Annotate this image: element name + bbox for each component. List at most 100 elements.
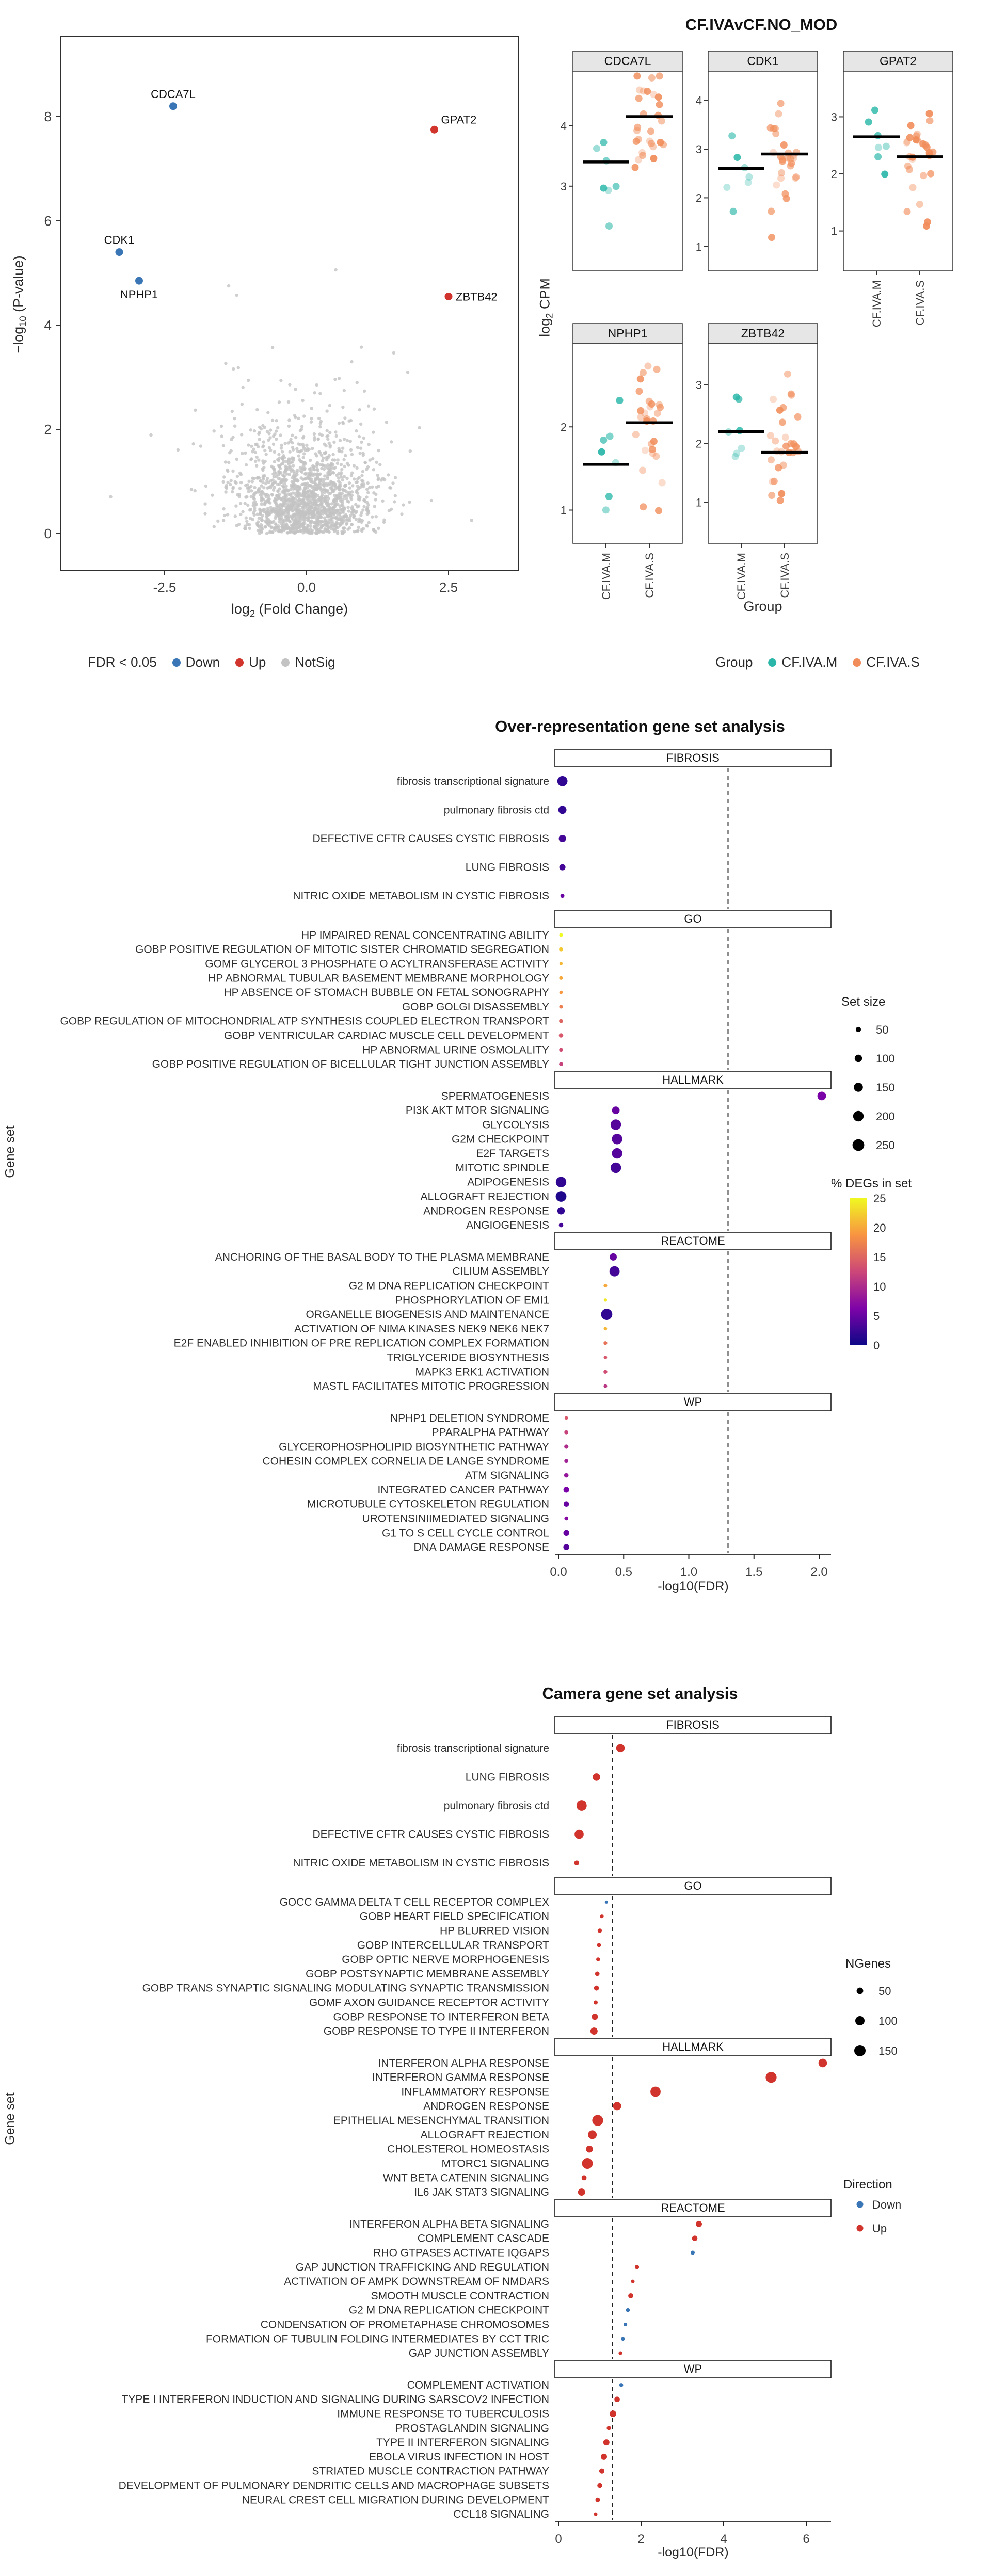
notsig-point <box>265 477 269 480</box>
notsig-point <box>329 517 333 521</box>
gene-set-label: G2 M DNA REPLICATION CHECKPOINT <box>349 1280 549 1292</box>
notsig-point <box>235 524 238 527</box>
gene-set-label: MTORC1 SIGNALING <box>442 2158 549 2170</box>
gene-set-point <box>555 1191 567 1202</box>
gene-point <box>115 248 123 256</box>
facet-header-label: NPHP1 <box>608 327 648 340</box>
notsig-point <box>295 473 299 477</box>
notsig-point <box>203 502 207 506</box>
notsig-point <box>235 293 238 297</box>
gene-set-label: NEURAL CREST CELL MIGRATION DURING DEVEL… <box>242 2494 549 2506</box>
notsig-point <box>261 527 264 531</box>
notsig-point <box>358 452 362 455</box>
notsig-point <box>360 511 363 514</box>
gene-set-label: GOBP INTERCELLULAR TRANSPORT <box>357 1939 549 1951</box>
notsig-point <box>253 450 257 454</box>
notsig-point <box>303 495 307 499</box>
notsig-point <box>291 460 295 464</box>
notsig-point <box>238 487 242 490</box>
notsig-point <box>339 515 342 519</box>
sample-point <box>648 400 656 408</box>
notsig-point <box>258 425 262 429</box>
strip-legend-title: Group <box>715 654 753 670</box>
notsig-point <box>355 429 358 433</box>
notsig-point <box>289 492 292 496</box>
gene-set-label: CCL18 SIGNALING <box>453 2508 549 2520</box>
legend-item-cfivam: CF.IVA.M <box>768 654 837 670</box>
notsig-point <box>302 452 306 456</box>
notsig-point <box>332 471 335 475</box>
notsig-point <box>367 521 371 525</box>
notsig-point <box>244 495 248 499</box>
notsig-point <box>318 472 322 476</box>
notsig-point <box>328 444 332 447</box>
gene-set-point <box>603 1298 608 1302</box>
notsig-point <box>262 461 265 465</box>
notsig-point <box>266 507 269 510</box>
gene-set-label: DEFECTIVE CFTR CAUSES CYSTIC FIBROSIS <box>312 833 549 845</box>
notsig-point <box>321 463 325 467</box>
notsig-point <box>266 522 270 526</box>
notsig-point <box>350 493 354 497</box>
notsig-point <box>313 436 316 440</box>
notsig-point <box>295 471 299 474</box>
notsig-point <box>387 473 390 477</box>
notsig-dot-icon <box>281 658 290 667</box>
notsig-point <box>316 523 319 526</box>
gene-set-label: COMPLEMENT ACTIVATION <box>407 2379 549 2391</box>
sample-point <box>745 173 753 181</box>
notsig-point <box>312 432 316 436</box>
sample-point <box>778 490 786 497</box>
notsig-point <box>307 489 311 493</box>
notsig-point <box>338 449 342 453</box>
notsig-point <box>267 432 271 436</box>
notsig-point <box>327 529 330 533</box>
sample-point <box>794 413 802 421</box>
notsig-point <box>319 482 323 487</box>
notsig-point <box>234 504 238 508</box>
sample-point <box>602 506 610 514</box>
notsig-point <box>282 491 286 495</box>
gene-set-point <box>610 1162 621 1173</box>
notsig-point <box>317 498 321 502</box>
notsig-point <box>261 467 265 471</box>
gene-set-label: PPARALPHA PATHWAY <box>431 1427 549 1439</box>
notsig-point <box>275 429 278 433</box>
notsig-point <box>332 440 336 444</box>
notsig-point <box>470 519 473 522</box>
y-tick-label: 0 <box>44 526 52 541</box>
gene-set-point <box>634 2265 640 2269</box>
sample-point <box>729 207 737 215</box>
notsig-point <box>247 378 250 382</box>
gene-set-label: fibrosis transcriptional signature <box>397 1743 549 1754</box>
notsig-point <box>291 491 295 495</box>
gene-set-point <box>574 1829 584 1839</box>
notsig-point <box>260 519 264 522</box>
y-tick-label: 3 <box>561 180 567 193</box>
sample-point <box>782 442 790 450</box>
notsig-point <box>311 447 314 450</box>
gene-set-label: UROTENSINIIMEDIATED SIGNALING <box>362 1513 550 1525</box>
sample-point <box>881 170 889 178</box>
gene-set-label: pulmonary fibrosis ctd <box>444 804 549 816</box>
facet-header <box>554 2038 832 2056</box>
gene-set-label: GOMF GLYCEROL 3 PHOSPHATE O ACYLTRANSFER… <box>205 958 549 970</box>
notsig-point <box>360 474 364 477</box>
notsig-point <box>301 505 305 508</box>
gene-set-label: SPERMATOGENESIS <box>441 1090 549 1102</box>
notsig-point <box>365 495 369 499</box>
gene-set-point <box>559 1019 563 1023</box>
notsig-point <box>357 525 360 529</box>
notsig-point <box>222 507 226 511</box>
gene-set-label: GOBP POSTSYNAPTIC MEMBRANE ASSEMBLY <box>306 1968 549 1980</box>
gene-set-point <box>612 1106 620 1115</box>
notsig-point <box>293 508 297 511</box>
notsig-point <box>285 507 289 511</box>
notsig-point <box>280 450 284 454</box>
notsig-point <box>315 513 319 517</box>
notsig-point <box>264 481 268 486</box>
gene-set-point <box>574 1860 579 1865</box>
notsig-point <box>335 473 339 477</box>
notsig-point <box>278 507 282 510</box>
